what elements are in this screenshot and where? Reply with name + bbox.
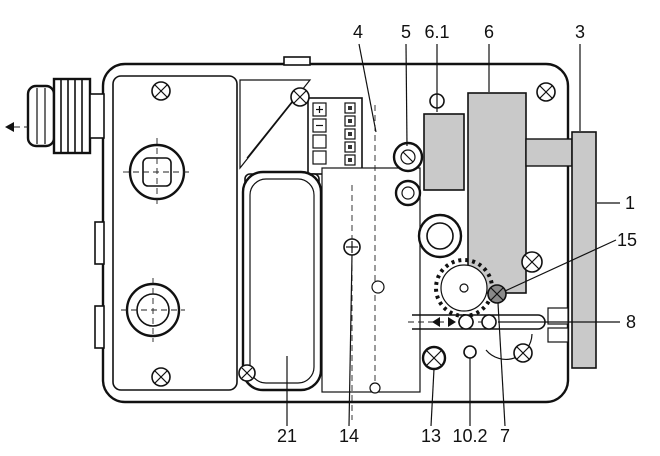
arrow-right-icon [448,317,456,327]
gland-cap [26,84,56,148]
callout-label-21: 21 [277,426,297,446]
leader-line-4 [358,43,377,133]
leader-line-5 [405,43,408,147]
callout-label-1: 1 [625,193,635,213]
lever-hole [458,314,474,330]
shaft-bearing [417,213,463,259]
leader-line-7 [497,302,506,427]
terminal-pin [344,102,356,114]
plate-hole [369,382,381,394]
cable-gland [5,77,105,155]
valve-block-6 [467,92,527,294]
lever-hole [481,314,497,330]
screw-slot [154,370,168,384]
housing-right-bracket-lower [547,327,569,343]
callout-label-6: 6 [484,22,494,42]
screw-slot [426,350,442,366]
terminal-block-outline [307,97,363,175]
corner-screws [151,81,556,387]
terminal-pin-dot [348,145,352,149]
leader-line-14 [348,254,353,427]
callout-label-14: 14 [339,426,359,446]
gland-ribbed-body [52,77,92,155]
valve-5-lower-inner [401,186,415,200]
feedback-lever-8 [408,314,548,330]
pivot-hole [371,280,385,294]
fasteners [421,251,543,371]
housing-left-tab-upper [94,221,105,265]
callout-label-8: 8 [626,312,636,332]
screw-slot [524,254,540,270]
callout-labels: 4 5 6.1 6 3 1 15 8 21 14 13 10.2 7 [277,22,637,446]
corner-screw [151,367,171,387]
bearing-outer [417,213,463,259]
screw-slot [490,287,504,301]
terminal-pin [344,128,356,140]
corner-screw [151,81,171,101]
screw-slot [539,85,553,99]
gear-body [440,264,488,312]
screw-slot [154,84,168,98]
housing-top-tab [283,56,311,66]
screw-slot [402,151,414,163]
terminal-cell [312,118,327,133]
left-panel [112,75,238,391]
terminal-cell [312,134,327,149]
terminal-pin [344,154,356,166]
feedback-bar-1-3 [571,131,597,369]
terminal-pin-dot [348,106,352,110]
valve-block-6-1 [423,113,465,191]
valve-5-upper-inner [400,149,416,165]
corner-screw [536,82,556,102]
terminal-block [307,97,363,175]
callout-label-6-1: 6.1 [424,22,449,42]
callout-label-7: 7 [500,426,510,446]
corner-screw [238,364,256,382]
leader-lines [286,43,620,427]
callout-label-13: 13 [421,426,441,446]
pin-10-2-target [463,345,477,359]
corner-screw [290,87,310,107]
terminal-pin [344,141,356,153]
connector-strip [525,138,573,167]
piezo-valves-5 [392,141,424,207]
terminal-pin-dot [348,119,352,123]
pneumatic-assembly [423,92,597,369]
gland-neck [89,93,105,139]
gear-hub [459,283,469,293]
terminal-cell [312,102,327,117]
callout-label-5: 5 [401,22,411,42]
callout-label-10-2: 10.2 [452,426,487,446]
housing-right-bracket-upper [547,307,569,325]
callout-label-4: 4 [353,22,363,42]
arrow-left-icon [432,317,440,327]
module-21 [241,170,323,392]
housing-left-tab-lower [94,305,105,349]
direction-arrow-icon [5,122,14,132]
terminal-pin [344,115,356,127]
callout-label-15: 15 [617,230,637,250]
bearing-inner [426,222,454,250]
screw-slot [516,346,530,360]
callout-label-3: 3 [575,22,585,42]
valve-5-lower [394,179,422,207]
screw-slot [293,90,307,104]
terminal-cell [312,150,327,165]
left-panel-outline [112,75,238,391]
terminal-pin-dot [348,158,352,162]
module-21-outline [241,170,323,392]
module-21-inner [249,178,315,384]
leader-line-13 [430,368,435,427]
leader-line-15 [504,239,617,292]
screw-slot [241,367,253,379]
terminal-pin-dot [348,132,352,136]
